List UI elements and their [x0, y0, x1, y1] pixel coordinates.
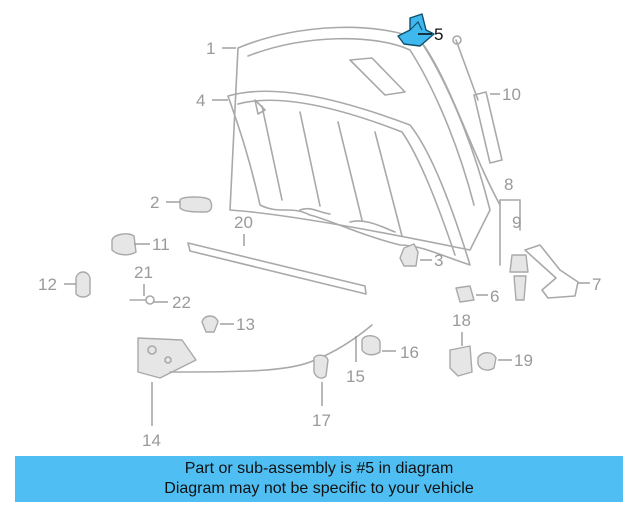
clip-11	[111, 233, 137, 256]
callout-18: 18	[452, 311, 471, 330]
hood-latch-14	[137, 337, 197, 379]
fastener-21-22	[129, 295, 155, 305]
hood-hinge-7	[524, 244, 579, 299]
callout-labels: 1 2 3 4 5 6 7 8 9 10 11 12 13 14 15 16 1…	[38, 25, 601, 450]
callout-6: 6	[490, 287, 499, 306]
banner-line-part-number: Part or sub-assembly is #5 in diagram	[184, 460, 454, 477]
hood-outer-panel	[229, 26, 501, 251]
callout-11: 11	[152, 235, 170, 254]
hood-weatherstrip	[187, 242, 367, 295]
callout-17: 17	[312, 411, 331, 430]
callout-20: 20	[234, 213, 253, 232]
callout-8: 8	[504, 175, 513, 194]
striker-6	[455, 285, 475, 303]
hood-support-strut	[452, 35, 503, 164]
callout-1: 1	[206, 39, 215, 58]
hood-bumper-3	[399, 243, 419, 267]
callout-9: 9	[512, 213, 521, 232]
release-cable-15	[169, 324, 373, 373]
callout-15: 15	[346, 367, 365, 386]
callout-7: 7	[592, 275, 601, 294]
bumper-13	[201, 315, 219, 333]
release-handle-16	[361, 335, 381, 356]
hood-emblem	[179, 196, 213, 213]
parts-diagram: 1 2 3 4 5 6 7 8 9 10 11 12 13 14 15 16 1…	[38, 13, 601, 450]
callout-13: 13	[236, 315, 255, 334]
leader-lines	[64, 33, 590, 426]
callout-3: 3	[434, 251, 443, 270]
hood-hinge-bracket-part-5[interactable]	[397, 13, 435, 47]
callout-4: 4	[196, 91, 205, 110]
retainer-19	[477, 352, 497, 371]
plug-12	[75, 271, 91, 298]
callout-2: 2	[150, 193, 159, 212]
callout-14: 14	[142, 431, 161, 450]
hood-inner-panel	[227, 90, 471, 266]
callout-10: 10	[502, 85, 521, 104]
cable-clip-17	[313, 354, 329, 379]
latch-support-18	[449, 345, 473, 377]
callout-12: 12	[38, 275, 57, 294]
callout-22: 22	[172, 293, 191, 312]
callout-16: 16	[400, 343, 419, 362]
callout-21: 21	[134, 263, 153, 282]
callout-19: 19	[514, 351, 533, 370]
prop-rod-8	[499, 199, 529, 301]
banner-line-disclaimer: Diagram may not be specific to your vehi…	[164, 480, 474, 497]
info-banner: Part or sub-assembly is #5 in diagram Di…	[15, 456, 623, 502]
callout-5[interactable]: 5	[434, 25, 443, 44]
